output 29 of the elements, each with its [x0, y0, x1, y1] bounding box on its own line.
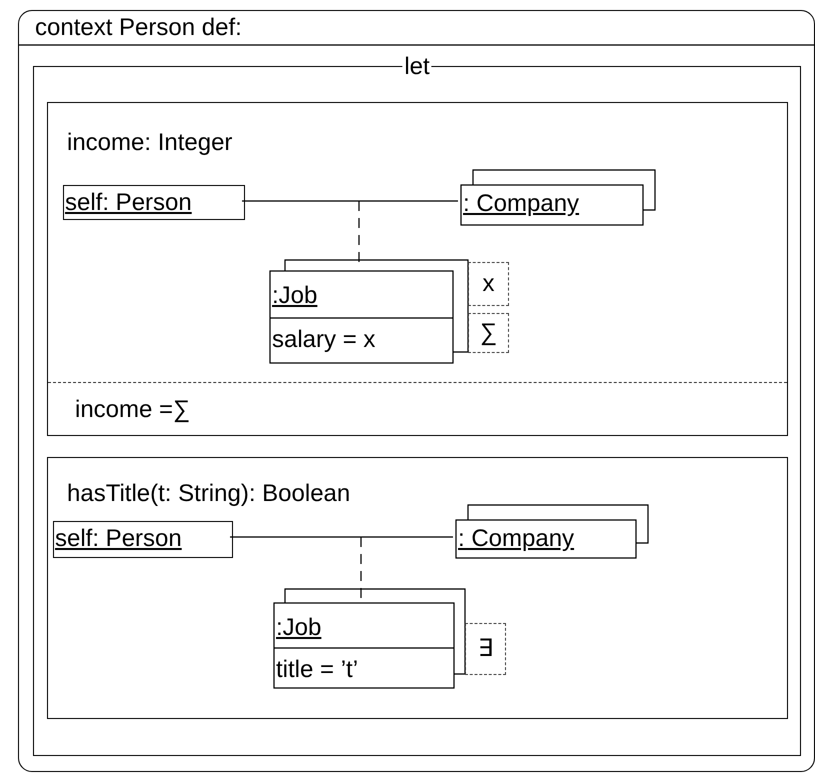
variable-text: ∃ [478, 635, 493, 663]
definition-text: hasTitle(t: String): Boolean [67, 480, 350, 508]
definition-panel [47, 457, 788, 719]
association-line [242, 200, 458, 202]
dashed-box [468, 262, 509, 306]
variable-text: ∑ [480, 319, 498, 347]
definition-text: income =∑ [75, 396, 190, 424]
definition-text: income: Integer [67, 129, 232, 157]
object-box [63, 185, 245, 220]
object-box [53, 521, 233, 558]
dashed-box [468, 313, 509, 353]
object-name: :Job [272, 282, 318, 310]
multi-object-box [456, 505, 648, 558]
definition-panel [47, 102, 788, 436]
frame-heading: context Person def: [35, 14, 242, 42]
object-name: : Company [463, 190, 580, 218]
dashed-box [465, 623, 506, 675]
dashed-connector [360, 537, 362, 600]
multi-object-box [461, 170, 655, 225]
attribute-text: title = ’t’ [276, 656, 358, 684]
multi-object-box [270, 260, 468, 363]
variable-text: x [482, 270, 494, 298]
object-name: self: Person [65, 189, 192, 217]
object-name: self: Person [55, 525, 182, 553]
object-name: :Job [276, 614, 322, 642]
attribute-text: salary = x [272, 326, 376, 354]
multi-object-box [274, 589, 465, 688]
object-name: : Company [458, 525, 574, 553]
association-line [230, 536, 453, 538]
